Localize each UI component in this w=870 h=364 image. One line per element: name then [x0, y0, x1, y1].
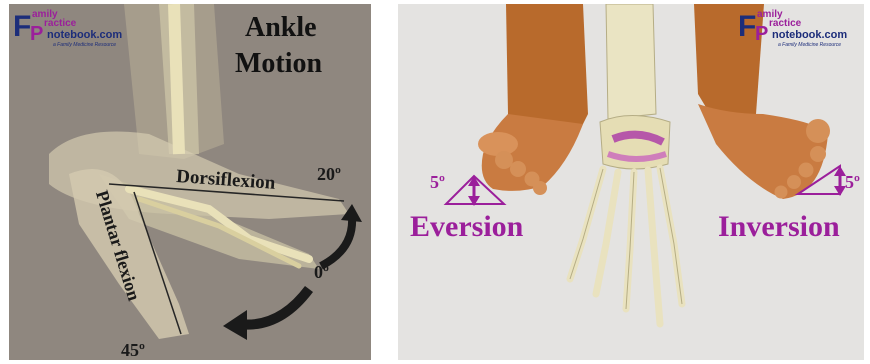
inversion-angle-label: 5º — [845, 172, 860, 193]
title-line-2: Motion — [235, 48, 322, 80]
eversion-label: Eversion — [410, 210, 523, 244]
logo-ractice: ractice — [769, 19, 801, 29]
angle-0-label: 0º — [314, 262, 329, 283]
eversion-angle-label: 5º — [430, 172, 445, 193]
title-line-1: Ankle — [245, 12, 317, 44]
ankle-motion-panel: F amily ractice P notebook.com a Family … — [9, 4, 371, 360]
angle-20-label: 20º — [317, 164, 341, 185]
feet-skeleton-illustration — [398, 4, 864, 360]
family-practice-notebook-logo-right: F amily ractice P notebook.com a Family … — [738, 10, 864, 50]
dorsiflexion-arrow — [321, 217, 352, 266]
eversion-inversion-panel: F amily ractice P notebook.com a Family … — [398, 4, 864, 360]
logo-notebook: notebook.com — [47, 30, 122, 41]
inversion-label: Inversion — [718, 210, 840, 244]
logo-ractice: ractice — [44, 19, 76, 29]
logo-tagline: a Family Medicine Resource — [53, 43, 116, 48]
logo-letter-p: P — [30, 24, 43, 44]
logo-notebook: notebook.com — [772, 30, 847, 41]
family-practice-notebook-logo: F amily ractice P notebook.com a Family … — [13, 10, 123, 50]
angle-45-label: 45º — [121, 340, 145, 360]
logo-tagline: a Family Medicine Resource — [778, 43, 841, 48]
logo-letter-p: P — [755, 24, 768, 44]
logo-letter-f: F — [738, 12, 756, 42]
logo-letter-f: F — [13, 12, 31, 42]
plantar-flexion-arrow — [239, 289, 309, 325]
